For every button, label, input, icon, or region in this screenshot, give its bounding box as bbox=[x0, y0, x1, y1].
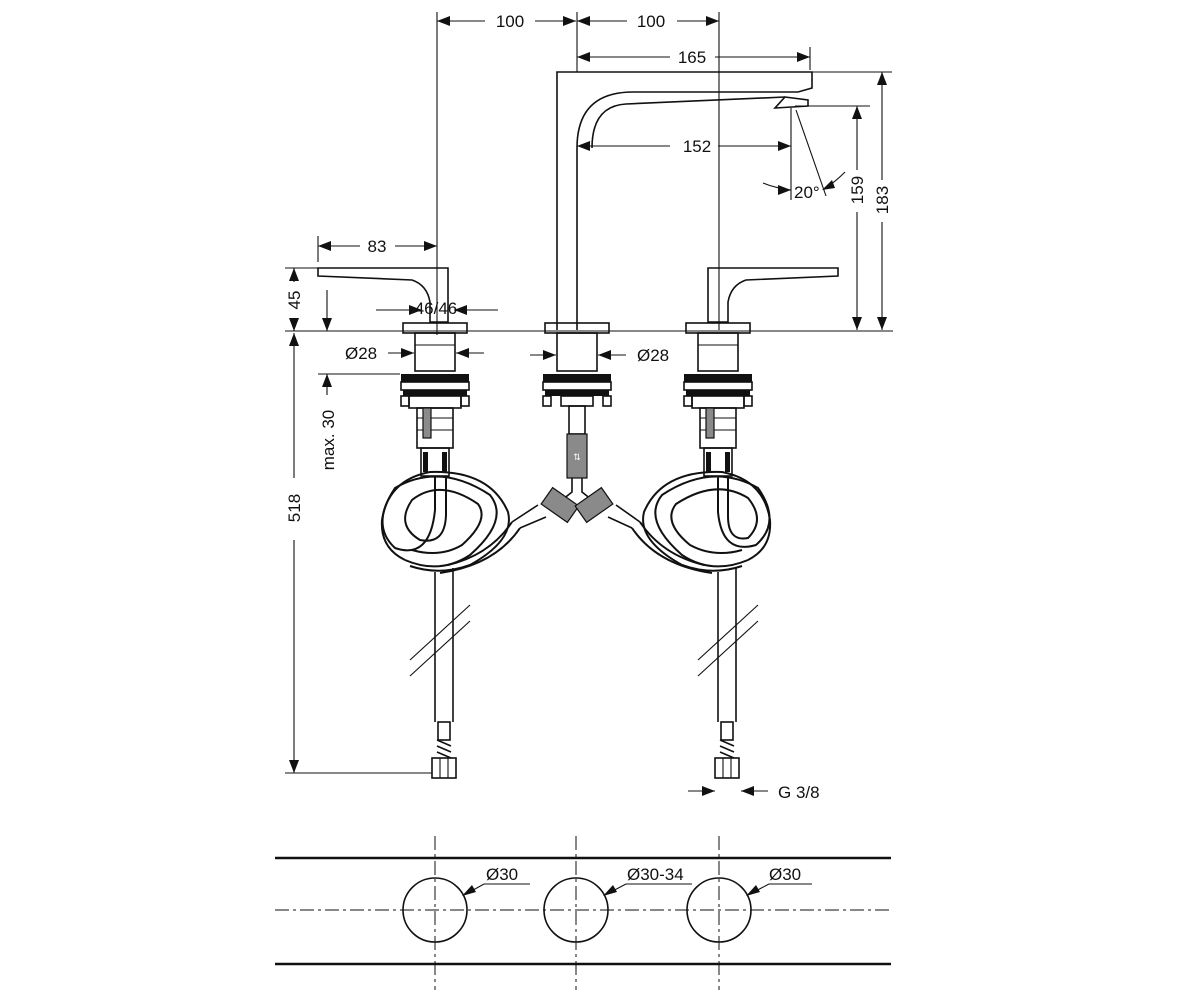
dim-159-label: 159 bbox=[848, 176, 867, 204]
dim-45-label: 45 bbox=[285, 291, 304, 310]
dim-max30-label: max. 30 bbox=[319, 410, 338, 470]
dim-45: 45 bbox=[285, 267, 332, 331]
hole-left-label: Ø30 bbox=[486, 865, 518, 884]
dim-152-label: 152 bbox=[683, 137, 711, 156]
dim-dia28-left: Ø28 bbox=[345, 344, 484, 363]
hose-loops bbox=[380, 470, 772, 574]
dim-518: 518 bbox=[285, 333, 432, 774]
dim-max30: max. 30 bbox=[318, 373, 400, 470]
dim-83-label: 83 bbox=[368, 237, 387, 256]
dim-46-46: 46/46 bbox=[376, 299, 498, 318]
right-handle bbox=[707, 267, 839, 323]
dim-152: 152 bbox=[577, 108, 792, 200]
center-tee-connector: ⇅ bbox=[511, 433, 641, 529]
left-valve-body bbox=[400, 322, 470, 477]
dim-g38-label: G 3/8 bbox=[778, 783, 820, 802]
dim-100-right-label: 100 bbox=[637, 12, 665, 31]
dim-dia28-left-label: Ø28 bbox=[345, 344, 377, 363]
hole-right bbox=[686, 877, 752, 943]
dim-518-label: 518 bbox=[285, 494, 304, 522]
dim-dia28-right-label: Ø28 bbox=[637, 346, 669, 365]
dim-dia28-right: Ø28 bbox=[530, 346, 669, 365]
dim-159: 159 bbox=[848, 106, 867, 330]
dim-g38: G 3/8 bbox=[688, 783, 820, 802]
spout bbox=[556, 71, 892, 330]
deck-hole-layout: Ø30 Ø30-34 Ø30 bbox=[275, 836, 891, 990]
dim-165-label: 165 bbox=[678, 48, 706, 67]
right-valve-body bbox=[683, 322, 753, 477]
dim-20-degree: 20° bbox=[762, 109, 846, 202]
svg-text:⇅: ⇅ bbox=[573, 452, 581, 462]
dim-183: 183 bbox=[873, 72, 892, 330]
left-handle bbox=[317, 267, 449, 323]
dim-100-left-label: 100 bbox=[496, 12, 524, 31]
dim-20-label: 20° bbox=[794, 183, 820, 202]
hole-right-label: Ø30 bbox=[769, 865, 801, 884]
hole-center bbox=[543, 877, 609, 943]
hole-center-label: Ø30-34 bbox=[627, 865, 684, 884]
dim-100-left: 100 bbox=[436, 12, 576, 335]
dim-100-right: 100 bbox=[576, 12, 719, 72]
dim-165: 165 bbox=[577, 47, 811, 70]
center-spout-body bbox=[542, 322, 612, 435]
dim-83: 83 bbox=[317, 236, 437, 262]
dim-183-label: 183 bbox=[873, 186, 892, 214]
left-supply-pipe bbox=[409, 568, 471, 779]
hole-left bbox=[402, 877, 468, 943]
right-supply-pipe bbox=[697, 568, 759, 779]
dim-46-46-label: 46/46 bbox=[415, 299, 458, 318]
